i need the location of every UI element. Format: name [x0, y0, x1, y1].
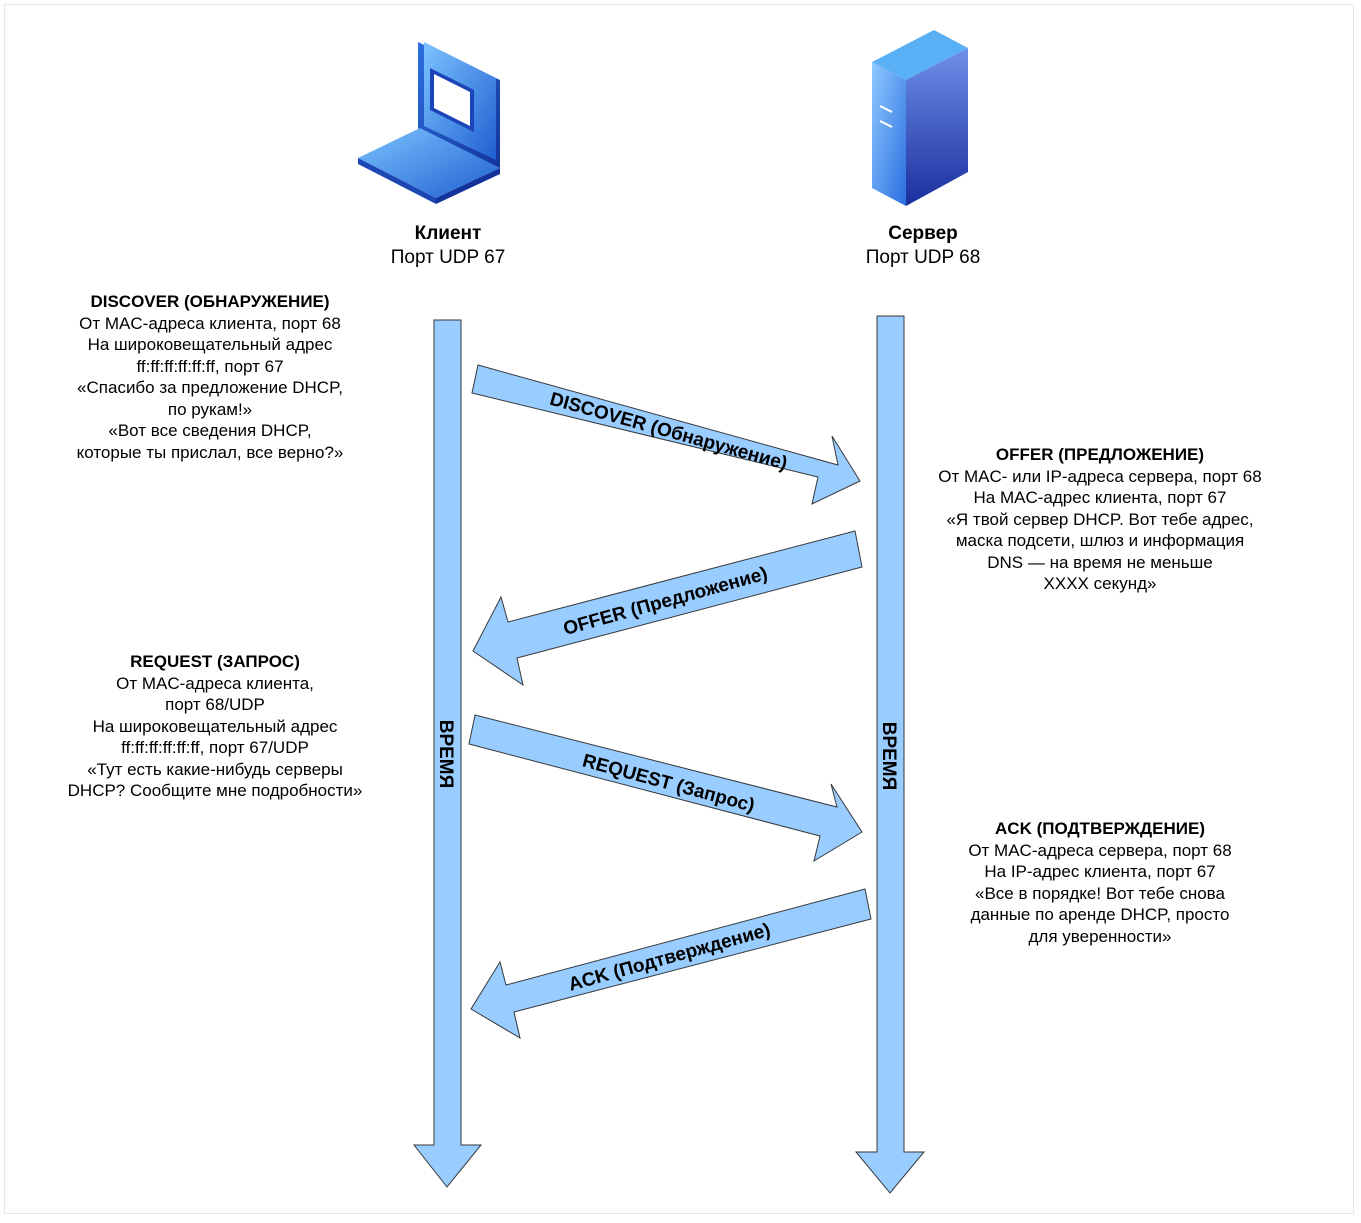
laptop-icon [358, 42, 500, 204]
offer-note: OFFER (ПРЕДЛОЖЕНИЕ) От MAC- или IP-адрес… [900, 444, 1300, 595]
server-timeline [854, 315, 926, 1194]
request-note-line: От MAC-адреса клиента, [116, 673, 314, 693]
discover-note-line: по рукам!» [167, 399, 253, 419]
diagram-frame [4, 4, 1354, 1214]
discover-note-line: От MAC-адреса клиента, порт 68 [79, 313, 341, 333]
discover-note-title: DISCOVER (ОБНАРУЖЕНИЕ) [90, 292, 330, 311]
request-note: REQUEST (ЗАПРОС) От MAC-адреса клиента, … [40, 651, 390, 802]
ack-note-line: От MAC-адреса сервера, порт 68 [968, 840, 1232, 860]
ack-arrow-label: ACK (Подтверждение) [566, 920, 773, 996]
discover-note-line: ff:ff:ff:ff:ff:ff, порт 67 [136, 356, 284, 376]
client-timeline-label: ВРЕМЯ [435, 720, 456, 789]
client-port: Порт UDP 67 [390, 247, 506, 268]
client-name: Клиент [414, 223, 482, 244]
offer-note-line: маска подсети, шлюз и информация [955, 531, 1245, 550]
offer-note-line: XXXX секунд» [1043, 574, 1157, 593]
server-name: Сервер [888, 223, 958, 244]
server-timeline-label: ВРЕМЯ [878, 722, 899, 791]
ack-arrow: ACK (Подтверждение) [470, 888, 872, 1040]
server-icon [872, 30, 968, 206]
client-timeline [412, 319, 483, 1188]
offer-arrow: OFFER (Предложение) [472, 530, 863, 687]
request-note-line: порт 68/UDP [165, 695, 265, 714]
ack-note: ACK (ПОДТВЕРЖДЕНИЕ) От MAC-адреса сервер… [930, 818, 1270, 947]
discover-note-line: «Спасибо за предложение DHCP, [77, 378, 343, 397]
offer-note-line: На MAC-адрес клиента, порт 67 [973, 488, 1227, 507]
request-note-line: DHCP? Сообщите мне подробности» [67, 781, 363, 800]
discover-note-line: На широковещательный адрес [87, 335, 333, 354]
discover-arrow: DISCOVER (Обнаружение) [471, 364, 861, 505]
request-note-line: «Тут есть какие-нибудь серверы [87, 759, 343, 779]
offer-note-line: DNS — на время не меньше [987, 552, 1213, 572]
discover-note: DISCOVER (ОБНАРУЖЕНИЕ) От MAC-адреса кли… [40, 291, 380, 463]
ack-note-line: данные по аренде DHCP, просто [970, 905, 1230, 924]
offer-note-line: От MAC- или IP-адреса сервера, порт 68 [938, 466, 1262, 486]
client-actor-label: Клиент Порт UDP 67 [348, 222, 548, 270]
request-note-line: На широковещательный адрес [92, 716, 338, 736]
ack-note-line: для уверенности» [1028, 926, 1172, 946]
server-port: Порт UDP 68 [865, 247, 981, 268]
discover-note-line: которые ты прислал, все верно?» [76, 442, 344, 462]
request-arrow: REQUEST (Запрос) [468, 714, 863, 863]
ack-note-line: «Все в порядке! Вот тебе снова [975, 883, 1225, 903]
discover-arrow-label: DISCOVER (Обнаружение) [547, 389, 789, 475]
ack-note-title: ACK (ПОДТВЕРЖДЕНИЕ) [995, 819, 1205, 838]
discover-note-line: «Вот все сведения DHCP, [108, 421, 312, 440]
offer-note-line: «Я твой сервер DHCP. Вот тебе адрес, [946, 509, 1254, 529]
request-note-line: ff:ff:ff:ff:ff:ff, порт 67/UDP [121, 738, 309, 757]
request-note-title: REQUEST (ЗАПРОС) [130, 652, 300, 671]
ack-note-line: На IP-адрес клиента, порт 67 [984, 862, 1216, 881]
offer-note-title: OFFER (ПРЕДЛОЖЕНИЕ) [995, 445, 1205, 464]
server-actor-label: Сервер Порт UDP 68 [823, 222, 1023, 270]
